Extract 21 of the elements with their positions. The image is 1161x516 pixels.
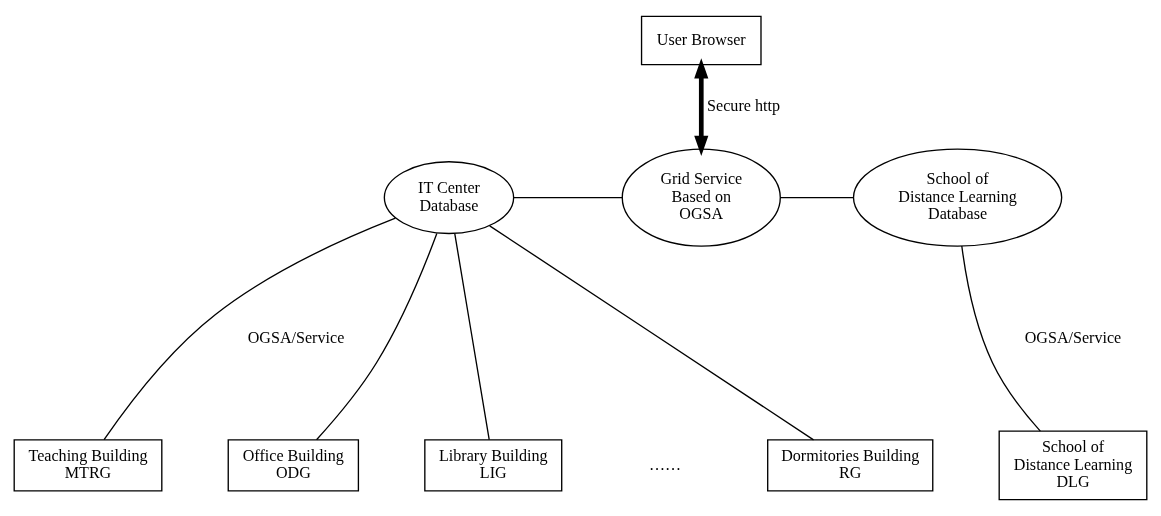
label: …… (648, 455, 682, 473)
edge-label: Secure http (707, 97, 780, 115)
connector (103, 217, 397, 441)
label: OGSA/Service (247, 328, 345, 346)
node-box: Teaching Building MTRG (13, 439, 163, 492)
label: OGSA/Service (1024, 328, 1122, 346)
node-ellipse: IT Center Database (383, 161, 515, 235)
arrow (694, 58, 709, 157)
connector (779, 196, 854, 199)
node-ellipse: School of Distance Learning Database (852, 148, 1063, 247)
node-box: User Browser (640, 15, 762, 66)
node-box: Dormitories Building RG (767, 439, 934, 492)
node-box: Library Building LIG (424, 439, 563, 492)
node-ellipse: Grid Service Based on OGSA (621, 148, 781, 247)
connector (315, 232, 438, 441)
connector (961, 245, 1041, 432)
node-box: Office Building ODG (227, 439, 360, 492)
node-box: School of Distance Learning DLG (998, 430, 1148, 501)
connector (489, 225, 815, 441)
connector (512, 196, 624, 199)
connector (454, 232, 490, 441)
